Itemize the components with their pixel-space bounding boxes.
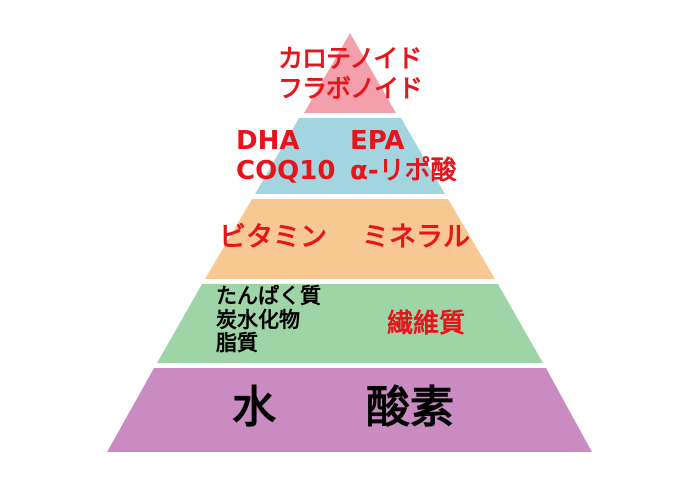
- carotenoid-label: カロテノイド: [278, 44, 422, 73]
- dha-label: DHA: [236, 126, 300, 156]
- layer-second-shape: [255, 118, 445, 194]
- alpha-lipoic-acid-label: α-リポ酸: [350, 156, 457, 186]
- fiber-label: 繊維質: [387, 309, 466, 339]
- layer-fourth-left-text: たんぱく質 炭水化物 脂質: [216, 284, 321, 356]
- epa-label: EPA: [350, 126, 405, 156]
- layer-top-shape: [304, 33, 396, 113]
- mineral-label: ミネラル: [362, 222, 470, 253]
- protein-label: たんぱく質: [216, 284, 321, 308]
- coq10-label: COQ10: [236, 156, 336, 186]
- flavonoid-label: フラボノイド: [278, 74, 423, 103]
- lipid-label: 脂質: [216, 331, 258, 355]
- water-label: 水: [232, 382, 276, 433]
- layer-third-shape: [205, 199, 495, 279]
- carbohydrate-label: 炭水化物: [216, 307, 300, 332]
- layer-fourth-shape: [157, 284, 543, 363]
- layer-top-text: カロテノイド フラボノイド: [278, 44, 423, 104]
- layer-second-left-text: DHA COQ10: [236, 126, 335, 186]
- layer-base-shape: [107, 368, 592, 452]
- vitamin-label: ビタミン: [219, 222, 327, 253]
- oxygen-label: 酸素: [366, 382, 454, 433]
- layer-second-right-text: EPA α-リポ酸: [350, 126, 457, 186]
